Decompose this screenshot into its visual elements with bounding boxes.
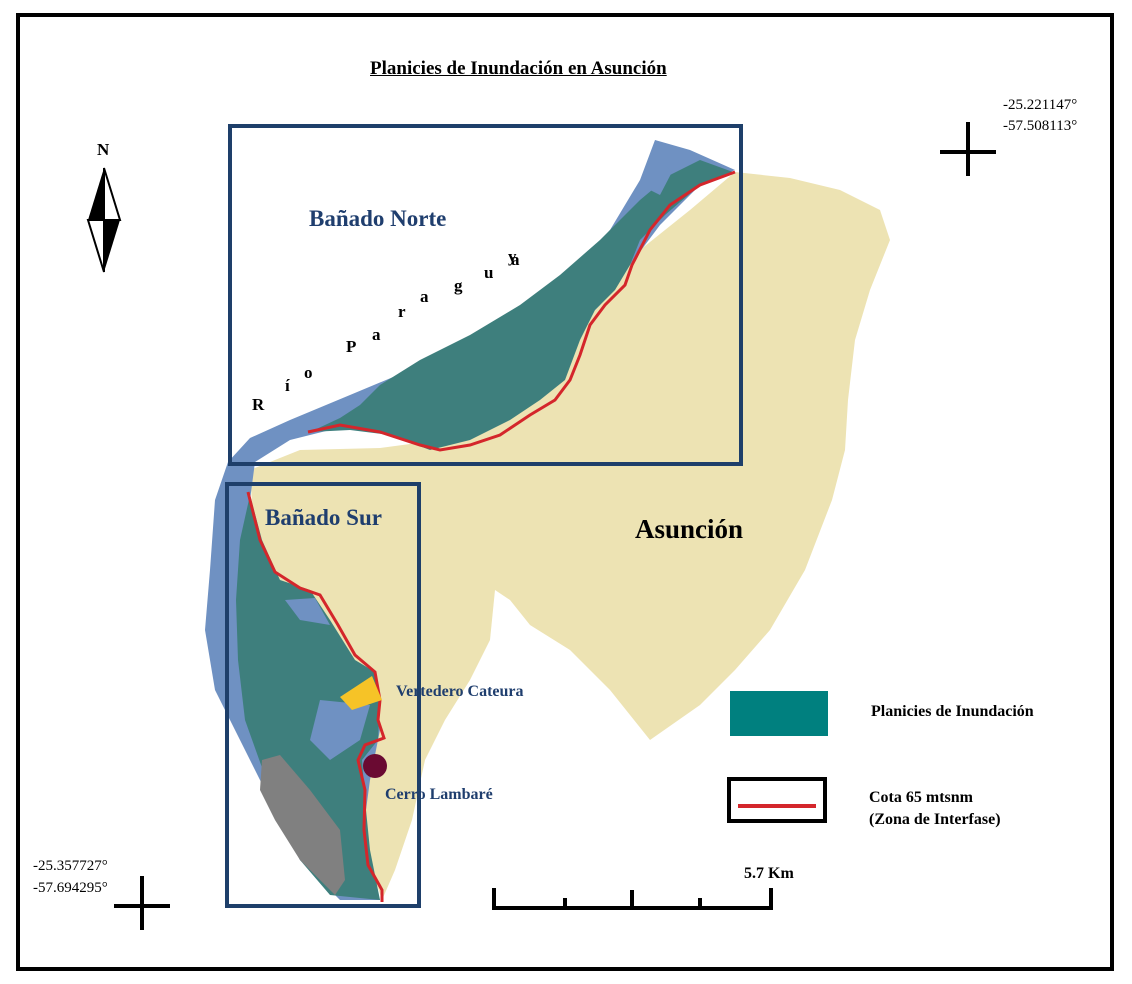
lagoon-south-2 (310, 700, 370, 760)
river-letter: a (511, 250, 520, 269)
river-letter: a (420, 287, 429, 306)
river-letter: í (285, 376, 290, 395)
asuncion-city-area (250, 172, 890, 900)
label-asuncion: Asunción (635, 514, 744, 544)
crosshair-top-right-icon (940, 122, 996, 176)
north-arrow-icon (86, 167, 122, 273)
frame-banado-sur (225, 482, 421, 908)
lagoon-south-1 (285, 598, 330, 625)
legend-cota-label-1: Cota 65 mtsnm (869, 789, 973, 806)
scale-label: 5.7 Km (744, 865, 794, 882)
cerro-lambare-marker (363, 754, 387, 778)
river-letter: r (398, 302, 406, 321)
gray-area (260, 755, 345, 895)
label-banado-norte: Bañado Norte (309, 206, 447, 231)
label-vertedero-cateura: Vertedero Cateura (396, 683, 524, 700)
river-letter: a (372, 325, 381, 344)
coord-top-right-lat: -25.221147° (1003, 97, 1078, 113)
river-letter: R (252, 395, 265, 414)
north-label: N (97, 140, 110, 159)
contour-65-south (246, 491, 386, 902)
map-title: Planicies de Inundación en Asunción (370, 58, 667, 79)
contour-65-north (307, 170, 736, 452)
floodplain-north (310, 160, 733, 450)
legend-cota-label-2: (Zona de Interfase) (869, 811, 1001, 828)
frame-banado-norte (228, 124, 743, 466)
lagoon-north (650, 165, 672, 195)
legend-floodplain-swatch (730, 691, 828, 736)
legend-floodplain-label: Planicies de Inundación (871, 703, 1034, 720)
legend-contour-swatch (727, 777, 827, 823)
river-letter: o (304, 363, 313, 382)
river-letter: y (508, 247, 517, 266)
coord-bottom-left-lon: -57.694295° (33, 880, 108, 896)
landfill-cateura (340, 676, 382, 710)
river-letter: P (346, 337, 356, 356)
coord-bottom-left-lat: -25.357727° (33, 858, 108, 874)
coord-top-right-lon: -57.508113° (1003, 118, 1078, 134)
floodplain-south (236, 495, 380, 900)
river-letter: u (484, 263, 493, 282)
label-cerro-lambare: Cerro Lambaré (385, 786, 493, 803)
river-letter: g (454, 276, 463, 295)
crosshair-bottom-left-icon (114, 876, 170, 930)
scale-bar (492, 888, 773, 910)
label-banado-sur: Bañado Sur (265, 505, 382, 530)
